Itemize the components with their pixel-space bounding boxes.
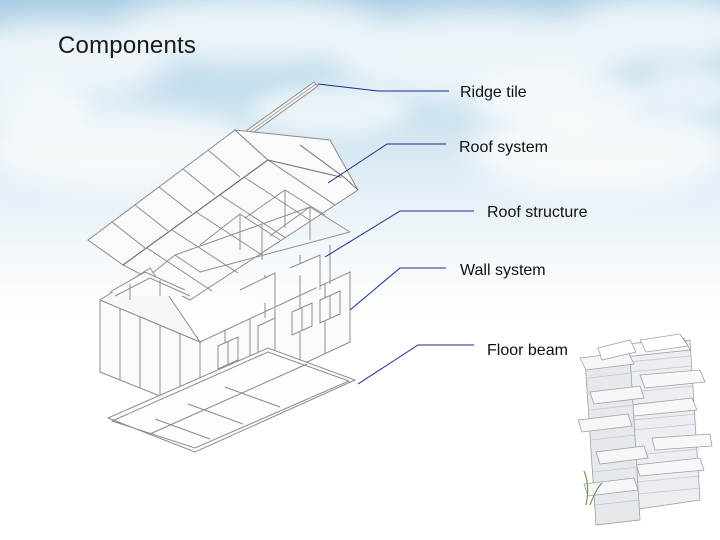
leader-wall-system <box>349 267 446 311</box>
exploded-house-icon <box>87 81 359 453</box>
leader-floor-beam <box>357 344 474 385</box>
label-roof-system: Roof system <box>459 139 548 156</box>
label-wall-system: Wall system <box>460 262 546 279</box>
slide-title: Components <box>58 32 197 59</box>
roof-system-part <box>87 129 359 301</box>
label-ridge-tile: Ridge tile <box>460 84 527 101</box>
label-roof-structure: Roof structure <box>487 204 588 221</box>
roof-structure-part <box>149 189 351 276</box>
leader-roof-system <box>327 143 446 184</box>
leader-ridge-tile <box>317 83 449 92</box>
floor-beam-part <box>106 347 357 453</box>
sky-clouds-background <box>0 0 720 195</box>
paper-stack-icon <box>577 333 713 526</box>
leader-lines <box>317 83 474 385</box>
leader-roof-structure <box>324 210 474 258</box>
label-floor-beam: Floor beam <box>487 342 568 359</box>
